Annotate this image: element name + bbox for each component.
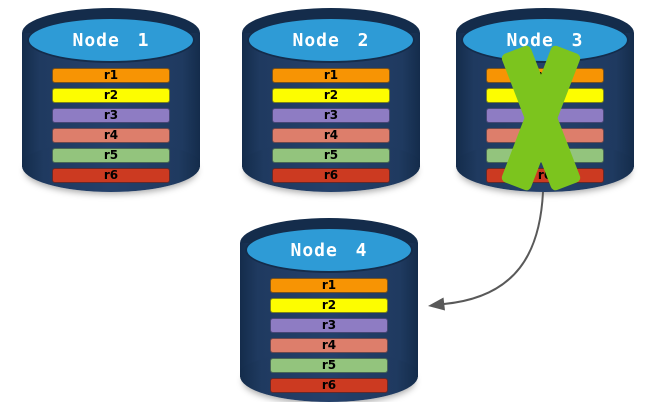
row-r2: r2 bbox=[270, 298, 388, 313]
row-r5: r5 bbox=[52, 148, 170, 163]
row-r4-label: r4 bbox=[103, 128, 119, 142]
row-r3: r3 bbox=[272, 108, 390, 123]
row-r5: r5 bbox=[272, 148, 390, 163]
row-r4: r4 bbox=[270, 338, 388, 353]
row-r6-label: r6 bbox=[323, 168, 339, 182]
row-r5-label: r5 bbox=[321, 358, 337, 372]
node-1-title: Node 1 bbox=[72, 29, 150, 51]
row-r4-label: r4 bbox=[321, 338, 337, 352]
row-r1: r1 bbox=[272, 68, 390, 83]
node-2-title: Node 2 bbox=[292, 29, 370, 51]
row-r6: r6 bbox=[52, 168, 170, 183]
node-4-cylinder: Node 4 r1 r2 r3 r4 r5 r6 bbox=[240, 218, 418, 402]
row-r3: r3 bbox=[52, 108, 170, 123]
row-r1: r1 bbox=[52, 68, 170, 83]
row-r2: r2 bbox=[52, 88, 170, 103]
row-r3-label: r3 bbox=[103, 108, 119, 122]
arrow-curve bbox=[443, 191, 544, 305]
row-r1: r1 bbox=[270, 278, 388, 293]
row-r6-label: r6 bbox=[103, 168, 119, 182]
row-r5-label: r5 bbox=[323, 148, 339, 162]
cylinder-cap: Node 2 bbox=[247, 17, 415, 63]
node-1-row-stack: r1 r2 r3 r4 r5 r6 bbox=[52, 68, 170, 188]
row-r1-label: r1 bbox=[103, 68, 119, 82]
row-r6-label: r6 bbox=[321, 378, 337, 392]
arrow-head bbox=[428, 297, 445, 311]
row-r3: r3 bbox=[270, 318, 388, 333]
row-r2: r2 bbox=[272, 88, 390, 103]
row-r2-label: r2 bbox=[321, 298, 337, 312]
row-r4-label: r4 bbox=[323, 128, 339, 142]
row-r3-label: r3 bbox=[323, 108, 339, 122]
cylinder-cap: Node 1 bbox=[27, 17, 195, 63]
row-r5-label: r5 bbox=[103, 148, 119, 162]
node-4-row-stack: r1 r2 r3 r4 r5 r6 bbox=[270, 278, 388, 398]
failure-x-icon bbox=[481, 42, 601, 194]
node-2-row-stack: r1 r2 r3 r4 r5 r6 bbox=[272, 68, 390, 188]
row-r6: r6 bbox=[270, 378, 388, 393]
row-r1-label: r1 bbox=[323, 68, 339, 82]
row-r2-label: r2 bbox=[323, 88, 339, 102]
node-1-cylinder: Node 1 r1 r2 r3 r4 r5 r6 bbox=[22, 8, 200, 192]
row-r4: r4 bbox=[272, 128, 390, 143]
row-r1-label: r1 bbox=[321, 278, 337, 292]
row-r5: r5 bbox=[270, 358, 388, 373]
row-r6: r6 bbox=[272, 168, 390, 183]
row-r2-label: r2 bbox=[103, 88, 119, 102]
node-4-title: Node 4 bbox=[290, 239, 368, 261]
cylinder-cap: Node 4 bbox=[245, 227, 413, 273]
row-r3-label: r3 bbox=[321, 318, 337, 332]
row-r4: r4 bbox=[52, 128, 170, 143]
node-2-cylinder: Node 2 r1 r2 r3 r4 r5 r6 bbox=[242, 8, 420, 192]
